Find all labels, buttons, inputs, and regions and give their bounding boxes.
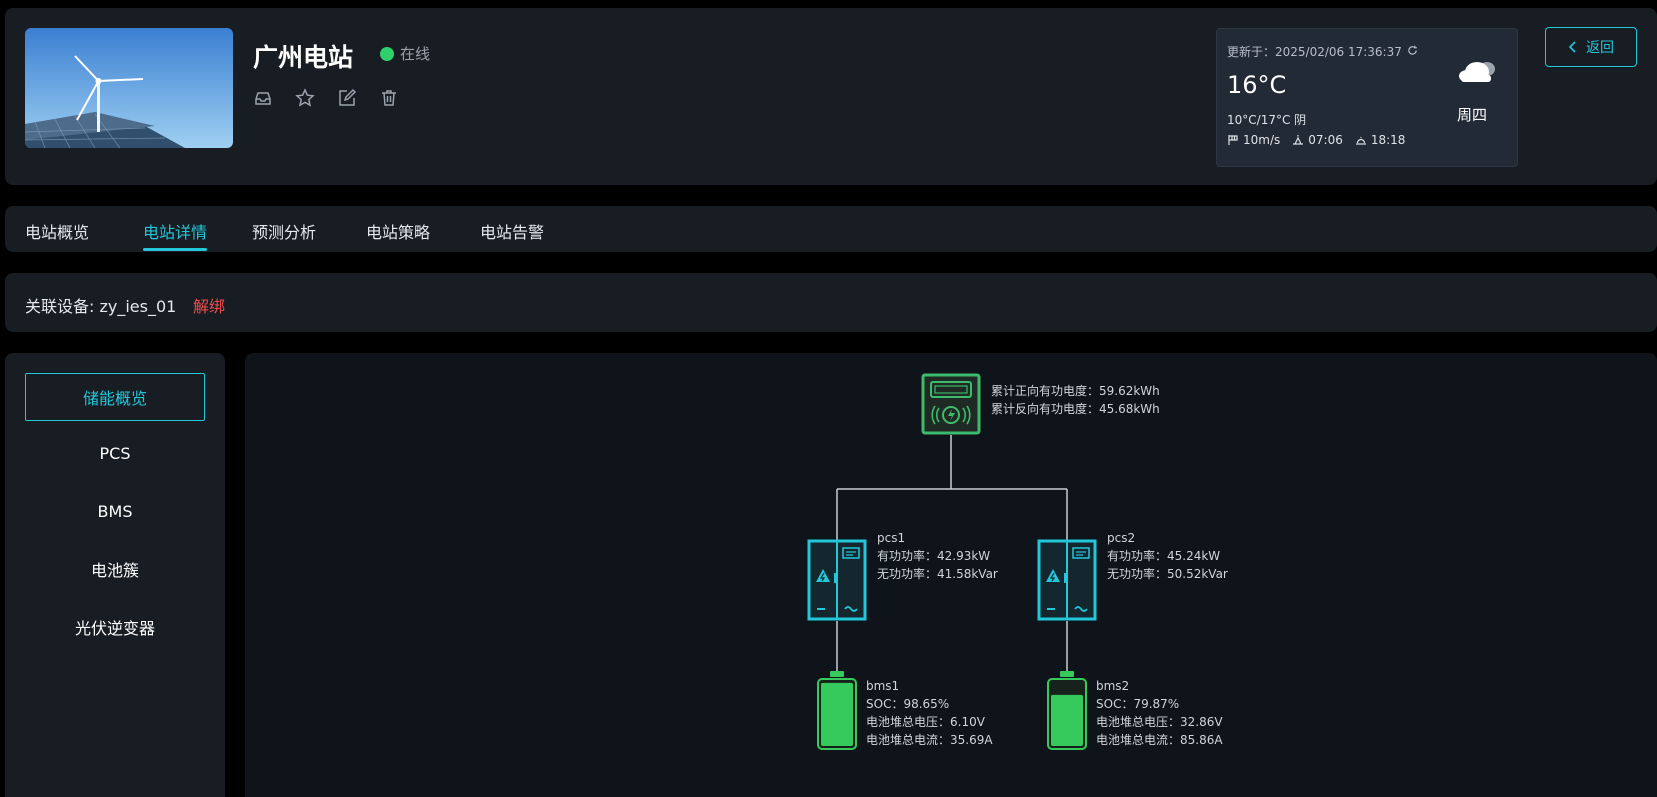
bms1-soc: SOC：98.65% [866,697,950,711]
bms2-current: 电池堆总电流：85.86A [1096,733,1223,747]
menu-pv-inverter[interactable]: 光伏逆变器 [74,619,155,638]
bms1-soc-fill [821,682,853,746]
weather-day: 周四 [1457,106,1488,124]
meter-icon[interactable] [921,373,981,435]
menu-pcs[interactable]: PCS [99,443,131,463]
bms1-battery-icon[interactable] [816,671,858,751]
menu-battery-cluster[interactable]: 电池簇 [90,561,139,580]
meter-info: 累计正向有功电度：59.62kWh 累计反向有功电度：45.68kWh [991,382,1160,418]
pcs2-name: pcs2 [1107,531,1136,545]
weather-update: 更新于：2025/02/06 17:36:37 [1227,43,1418,60]
pcs1-icon[interactable] [807,539,867,621]
tab-forecast[interactable]: 预测分析 [252,223,317,242]
bms2-battery-icon[interactable] [1046,671,1088,751]
bms1-name: bms1 [866,679,900,693]
weather-update-text: 更新于：2025/02/06 17:36:37 [1227,45,1402,59]
sunset-icon [1355,137,1366,145]
station-name: 广州电站 [253,43,354,72]
tab-alarms[interactable]: 电站告警 [480,223,545,242]
bms2-name: bms2 [1096,679,1130,693]
sunset-time: 18:18 [1370,133,1406,147]
weather-range: 10°C/17°C 阴 [1227,113,1307,127]
pcs2-reactive-power: 无功功率：50.52kVar [1107,567,1228,581]
pcs2-info: pcs2 有功功率：45.24kW 无功功率：50.52kVar [1107,529,1228,583]
station-header: 广州电站 在线 更新于：2025/02/06 17:36:37 [5,8,1657,185]
weather-temperature: 16°C [1227,71,1287,99]
back-button[interactable]: 返回 [1545,27,1637,67]
bms1-info: bms1 SOC：98.65% 电池堆总电压：6.10V 电池堆总电流：35.6… [866,677,993,749]
menu-bms[interactable]: BMS [97,501,133,521]
tab-bar: 电站概览 电站详情 预测分析 电站策略 电站告警 [5,206,1657,252]
meter-forward-energy: 累计正向有功电度：59.62kWh [991,384,1160,398]
connection-lines [836,435,1068,671]
trash-icon[interactable] [379,88,399,108]
chevron-left-icon [1568,41,1576,53]
bms2-info: bms2 SOC：79.87% 电池堆总电压：32.86V 电池堆总电流：85.… [1096,677,1223,749]
pcs2-icon[interactable] [1037,539,1097,621]
bms2-soc-fill [1051,694,1083,746]
status-badge: 在线 [380,43,430,64]
pcs1-info: pcs1 有功功率：42.93kW 无功功率：41.58kVar [877,529,998,583]
menu-storage-overview[interactable]: 储能概览 [25,373,205,421]
edit-icon[interactable] [337,88,357,108]
cloudy-icon [1459,62,1495,82]
status-text: 在线 [400,45,431,63]
back-label: 返回 [1586,40,1614,56]
pcs1-reactive-power: 无功功率：41.58kVar [877,567,998,581]
pcs1-active-power: 有功功率：42.93kW [877,549,991,563]
weather-card: 更新于：2025/02/06 17:36:37 16°C 10°C/17°C 阴… [1216,28,1518,167]
active-tab-indicator [143,248,207,251]
linked-device: 关联设备: zy_ies_01 [25,297,177,316]
unbind-link[interactable]: 解绑 [193,297,226,316]
station-actions [253,88,399,108]
storage-topology: 累计正向有功电度：59.62kWh 累计反向有功电度：45.68kWh pcs1… [245,353,1657,797]
pcs2-active-power: 有功功率：45.24kW [1107,549,1221,563]
meter-reverse-energy: 累计反向有功电度：45.68kWh [991,402,1160,416]
refresh-icon[interactable] [1407,45,1418,59]
archive-icon[interactable] [253,88,273,108]
bms2-voltage: 电池堆总电压：32.86V [1096,715,1223,729]
tab-overview[interactable]: 电站概览 [25,223,90,242]
bms1-voltage: 电池堆总电压：6.10V [866,715,985,729]
side-menu: 储能概览 PCS BMS 电池簇 光伏逆变器 [5,353,225,797]
tab-strategy[interactable]: 电站策略 [366,223,431,242]
wind-speed: 10m/s [1243,133,1281,147]
online-dot-icon [380,46,394,61]
sunrise-icon [1293,135,1304,145]
bms1-current: 电池堆总电流：35.69A [866,733,993,747]
sunrise-time: 07:06 [1308,133,1343,147]
star-icon[interactable] [295,88,315,108]
bms2-soc: SOC：79.87% [1096,697,1180,711]
station-image [25,28,233,148]
device-bar: 关联设备: zy_ies_01 解绑 [5,273,1657,332]
tab-details[interactable]: 电站详情 [143,223,208,242]
weather-details: 10m/s 07:06 18:18 [1227,133,1417,147]
pcs1-name: pcs1 [877,531,906,545]
wind-flag-icon [1228,135,1238,145]
